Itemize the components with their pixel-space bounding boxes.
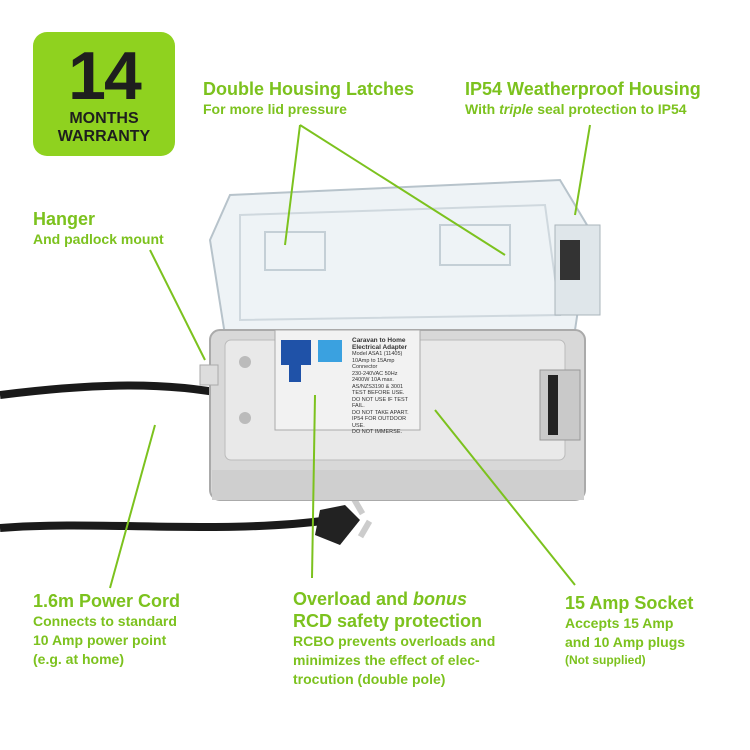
device-label-line: IP54 FOR OUTDOOR USE. [352, 416, 407, 429]
warranty-label: WARRANTY [57, 128, 151, 145]
callout-lines [109, 124, 591, 589]
callout-text: 10 Amp power point [33, 632, 167, 648]
callout-title: RCD safety protection [293, 611, 483, 631]
warranty-months: MONTHS [69, 110, 139, 127]
callout-text: (e.g. at home) [33, 651, 125, 667]
clear-lid [208, 178, 601, 337]
device-label: Caravan to Home Electrical Adapter Model… [352, 337, 420, 436]
callout-socket: 15 Amp Socket Accepts 15 Amp and 10 Amp … [565, 592, 693, 668]
callout-hanger: Hanger And padlock mount [33, 208, 164, 249]
warranty-number: 14 [68, 38, 142, 114]
device-label-line: 2400W 10A max. [352, 377, 394, 383]
callout-text: Accepts 15 Amp [565, 615, 674, 631]
power-cord-lower [0, 516, 331, 532]
latch-left [264, 231, 326, 271]
socket [539, 369, 581, 441]
rcbo-breaker [274, 329, 421, 431]
callout-text-emphasis: triple [499, 101, 534, 117]
device-label-title1: Caravan to Home [352, 337, 406, 344]
callout-title: 1.6m Power Cord [33, 591, 181, 611]
callout-ip54: IP54 Weatherproof Housing With triple se… [465, 78, 701, 119]
device-label-line: AS/NZS3190 & 3001 [352, 383, 404, 390]
warranty-badge: 14 MONTHS WARRANTY [33, 32, 175, 156]
callout-text: Connects to standard [33, 613, 177, 629]
callout-text: RCBO prevents overloads and [293, 633, 496, 649]
callout-title: 15 Amp Socket [565, 593, 694, 613]
callout-rcbo: Overload and bonus RCD safety protection… [293, 588, 495, 689]
callout-title-emphasis: bonus [413, 589, 468, 609]
callout-text-pre: With [465, 101, 500, 117]
callout-title: IP54 Weatherproof Housing [465, 79, 701, 99]
callout-title: Overload and bonus [293, 588, 495, 610]
callout-text: And padlock mount [33, 231, 164, 247]
callout-latches: Double Housing Latches For more lid pres… [203, 78, 414, 119]
callout-text-post: seal protection to IP54 [533, 101, 687, 117]
callout-title: Hanger [33, 209, 96, 229]
callout-text: minimizes the effect of elec- [293, 652, 480, 668]
device-label-line: DO NOT IMMERSE. [352, 429, 403, 435]
callout-note: (Not supplied) [565, 653, 646, 667]
device-label-line: DO NOT TAKE APART. [352, 409, 409, 416]
device-label-line: Model ASA1 (11405) [352, 351, 403, 357]
callout-text: and 10 Amp plugs [565, 634, 686, 650]
callout-text: trocution (double pole) [293, 671, 446, 687]
callout-cord: 1.6m Power Cord Connects to standard 10 … [33, 590, 180, 669]
callout-title-pre: Overload and [293, 589, 414, 609]
plug-icon [315, 496, 373, 545]
callout-text: With triple seal protection to IP54 [465, 100, 701, 119]
callout-text: For more lid pressure [203, 101, 347, 117]
device-label-line: DO NOT USE IF TEST FAIL. [352, 396, 408, 410]
hanger-tab [199, 364, 219, 386]
device-label-title2: Electrical Adapter [352, 344, 408, 351]
device-label-line: 10Amp to 15Amp Connector [352, 357, 395, 371]
device-label-line: TEST BEFORE USE. [352, 390, 405, 396]
callout-title: Double Housing Latches [203, 79, 415, 99]
latch-right [439, 224, 511, 266]
power-cord [0, 381, 231, 399]
device-label-line: 230-240VAC 50Hz [352, 370, 398, 377]
